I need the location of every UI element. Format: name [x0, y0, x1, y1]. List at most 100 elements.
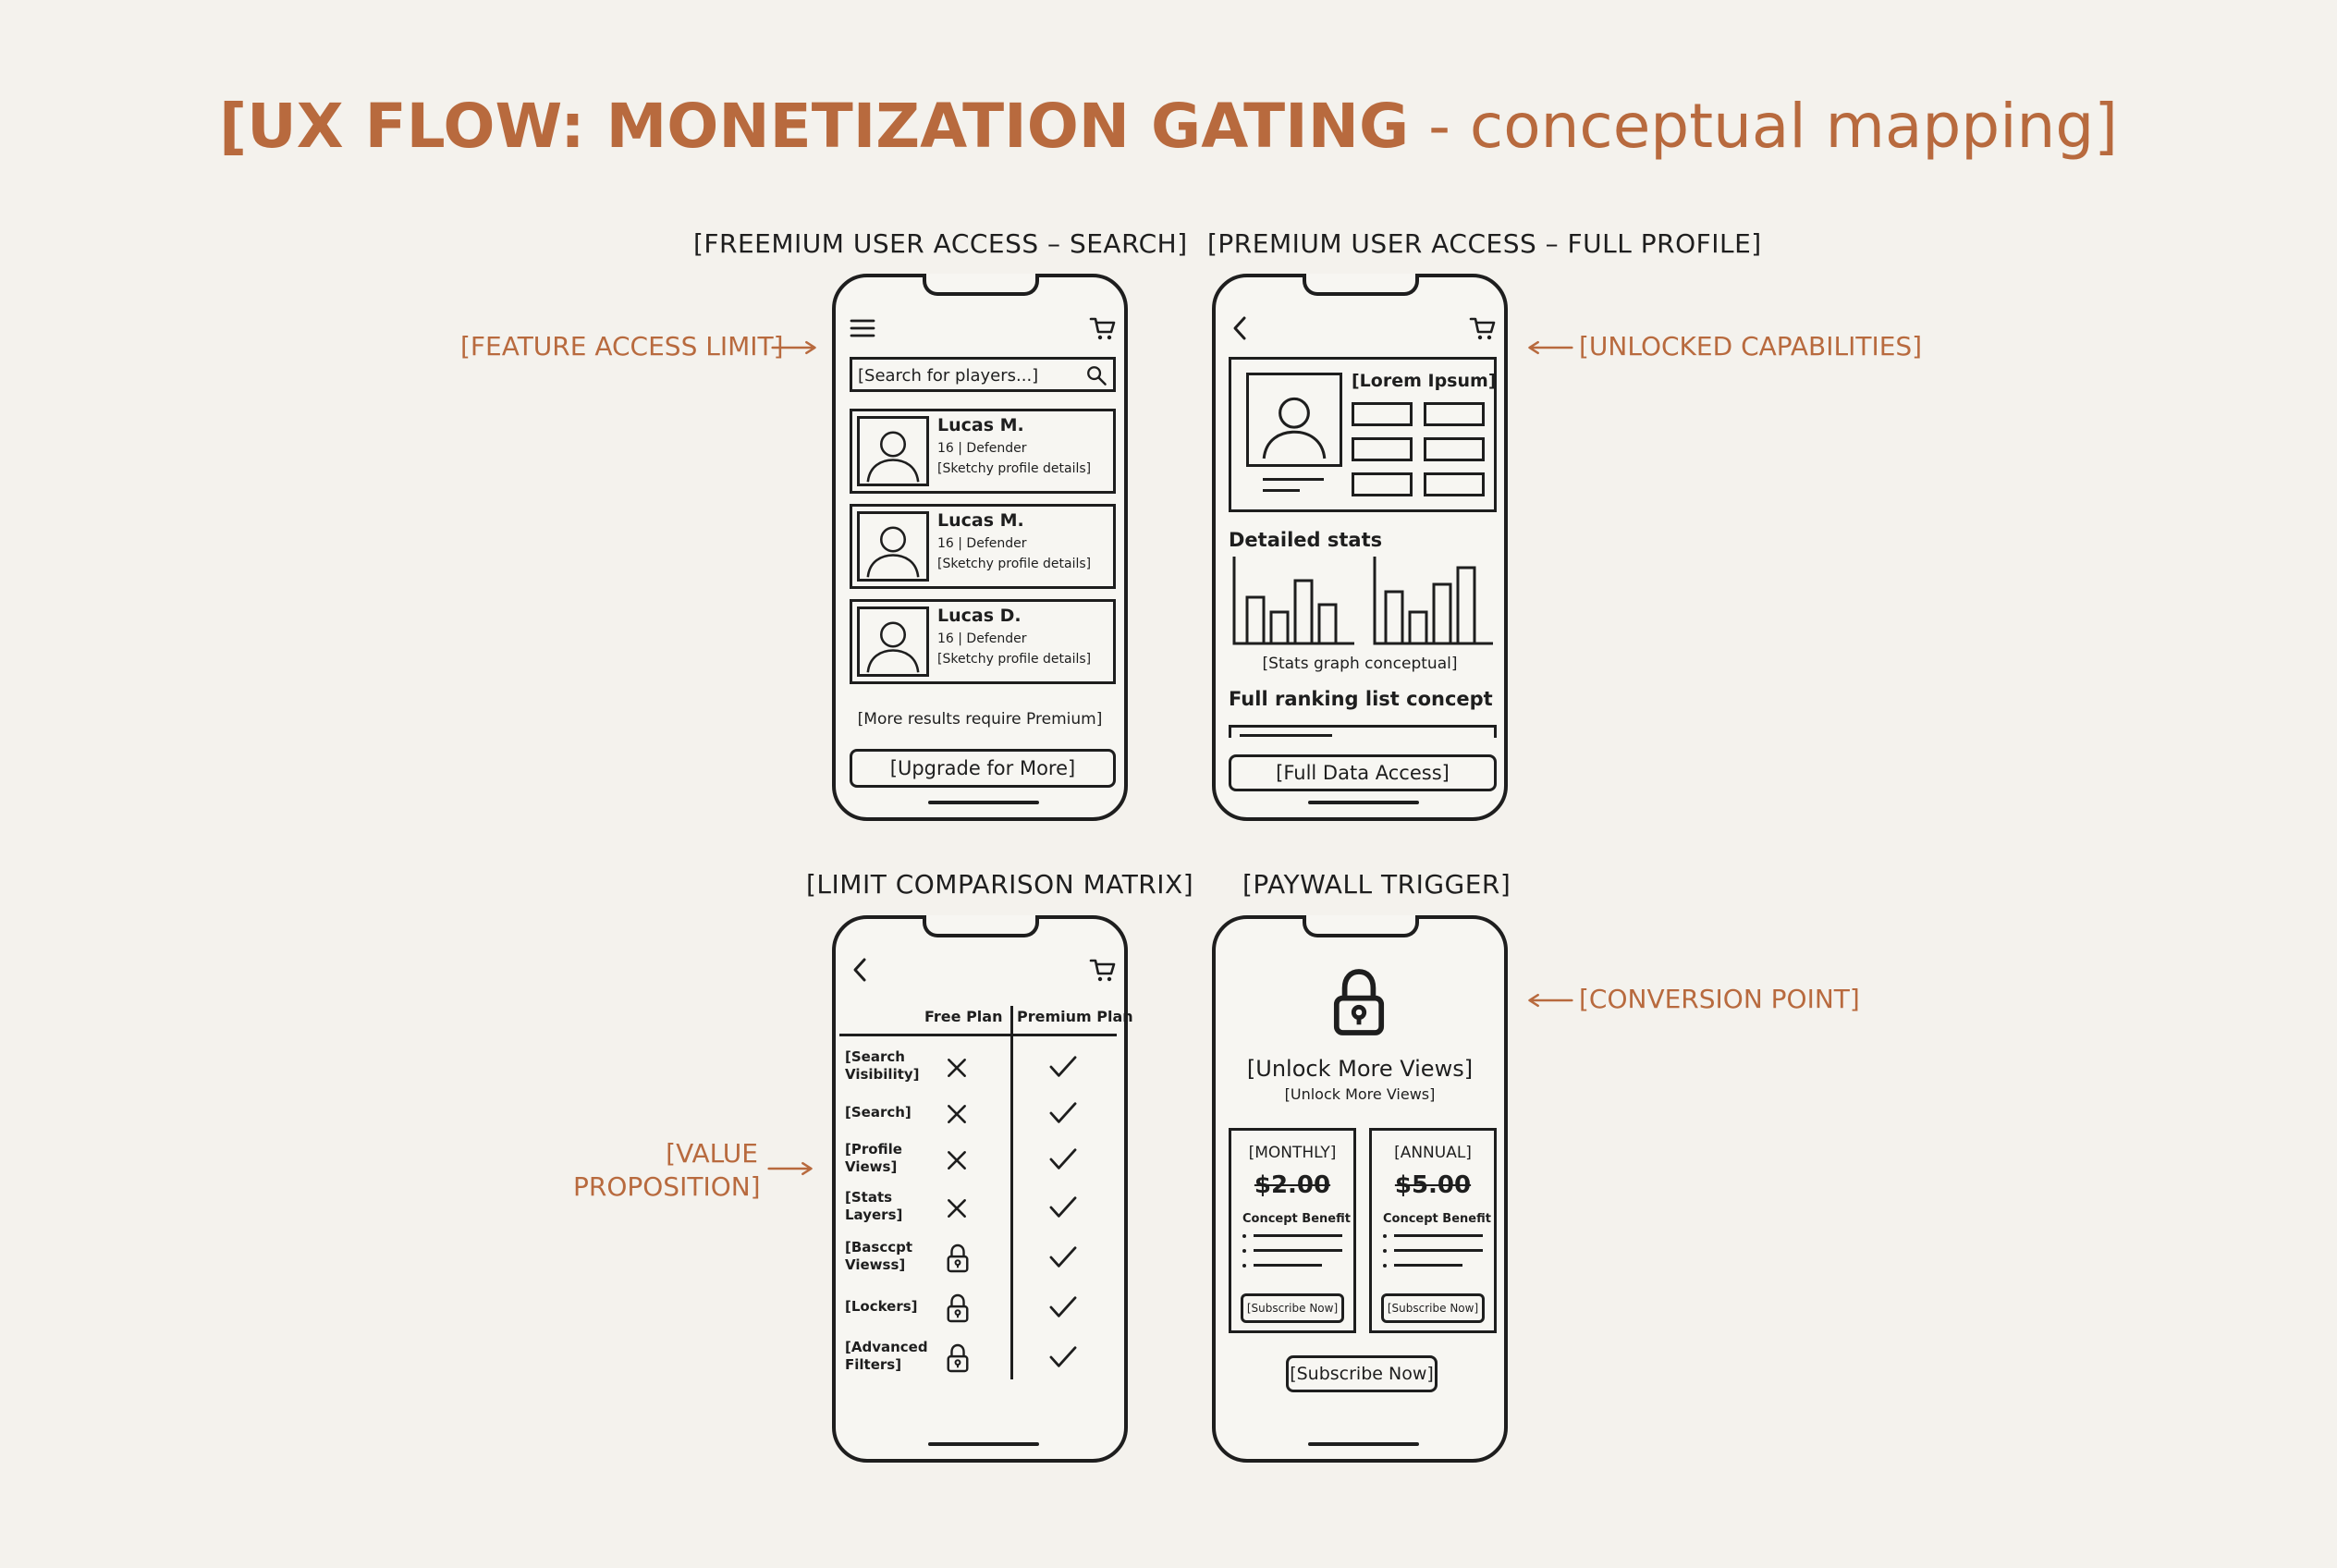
benefit-line — [1394, 1249, 1483, 1252]
title-rest: - conceptual mapping] — [1409, 91, 2119, 162]
page-title: [UX FLOW: MONETIZATION GATING - conceptu… — [0, 96, 2337, 157]
matrix-row-label: [Stats Layers] — [845, 1189, 903, 1223]
matrix-row-label: [Profile Views] — [845, 1141, 902, 1175]
phone-notch — [923, 915, 1039, 937]
plan-benefit: Concept Benefit — [1383, 1212, 1491, 1226]
paywall-heading: [Unlock More Views] — [1246, 1056, 1474, 1082]
avatar — [857, 606, 929, 677]
home-indicator — [928, 1442, 1039, 1446]
stat-box — [1424, 472, 1485, 496]
cart-icon[interactable] — [1469, 314, 1497, 342]
ranking-list — [1229, 725, 1497, 738]
column-premium-plan: Premium Plan — [1017, 1008, 1133, 1025]
home-indicator — [1308, 801, 1419, 804]
matrix-column-divider — [1010, 1006, 1013, 1379]
stats-bar-graph — [1232, 557, 1493, 645]
benefit-line — [1254, 1234, 1342, 1237]
cart-icon[interactable] — [1089, 314, 1117, 342]
plan-card-annual[interactable]: [ANNUAL] $5.00 Concept Benefit [Subscrib… — [1369, 1128, 1497, 1333]
profile-title: [Lorem Ipsum] — [1352, 371, 1497, 391]
full-data-access-button[interactable]: [Full Data Access] — [1229, 754, 1497, 791]
plan-price: $5.00 — [1394, 1171, 1472, 1199]
player-name: Lucas M. — [937, 510, 1024, 531]
arrow-left-icon — [1527, 338, 1573, 357]
player-card[interactable]: Lucas D. 16 | Defender [Sketchy profile … — [850, 599, 1116, 684]
ranking-row-line — [1240, 734, 1332, 737]
benefit-line — [1394, 1264, 1462, 1267]
annotation-conversion: [CONVERSION POINT] — [1579, 984, 1860, 1014]
section-label-matrix: [LIMIT COMPARISON MATRIX] — [806, 869, 1194, 900]
annotation-unlocked: [UNLOCKED CAPABILITIES] — [1579, 331, 1923, 361]
stat-box — [1352, 472, 1413, 496]
plan-subscribe-button[interactable]: [Subscribe Now] — [1381, 1293, 1485, 1323]
check-icon — [1048, 1146, 1078, 1172]
annotation-value-line2: PROPOSITION] — [573, 1171, 761, 1203]
arrow-left-icon — [1527, 991, 1573, 1010]
bullet — [1383, 1234, 1387, 1238]
plan-benefit: Concept Benefit — [1242, 1212, 1351, 1226]
matrix-header-divider — [839, 1034, 1117, 1036]
plan-name: [ANNUAL] — [1394, 1144, 1472, 1162]
subscribe-now-button[interactable]: [Subscribe Now] — [1286, 1355, 1438, 1392]
column-free-plan: Free Plan — [924, 1008, 1003, 1025]
check-icon — [1048, 1294, 1078, 1320]
lock-icon — [945, 1342, 971, 1374]
bullet — [1242, 1249, 1246, 1253]
paywall-subheading: [Unlock More Views] — [1284, 1085, 1436, 1103]
avatar-icon — [862, 419, 924, 485]
section-label-premium: [PREMIUM USER ACCESS – FULL PROFILE] — [1207, 228, 1762, 259]
annotation-feature-limit: [FEATURE ACCESS LIMIT] — [460, 331, 784, 361]
search-input[interactable]: [Search for players...] — [850, 357, 1116, 392]
search-icon[interactable] — [1085, 364, 1107, 386]
stat-box — [1352, 402, 1413, 426]
x-icon — [945, 1102, 969, 1126]
plan-card-monthly[interactable]: [MONTHLY] $2.00 Concept Benefit [Subscri… — [1229, 1128, 1356, 1333]
avatar-icon — [1256, 383, 1332, 462]
text-line — [1263, 478, 1324, 481]
player-meta: 16 | Defender — [937, 441, 1027, 456]
lock-icon — [1328, 967, 1389, 1037]
avatar — [857, 416, 929, 486]
lock-icon — [945, 1292, 971, 1324]
matrix-row-label: [Search Visibility] — [845, 1048, 920, 1083]
matrix-row-label: [Lockers] — [845, 1298, 918, 1315]
phone-notch — [1303, 915, 1419, 937]
check-icon — [1048, 1244, 1078, 1270]
avatar-icon — [862, 609, 924, 676]
matrix-row-label: [Advanced Filters] — [845, 1339, 928, 1373]
back-icon[interactable] — [1227, 314, 1254, 342]
check-icon — [1048, 1194, 1078, 1220]
more-results-note: [More results require Premium] — [857, 710, 1103, 729]
bullet — [1383, 1249, 1387, 1253]
graph-caption: [Stats graph conceptual] — [1262, 655, 1458, 673]
avatar — [1246, 373, 1342, 467]
back-icon[interactable] — [847, 956, 875, 984]
avatar — [857, 511, 929, 582]
player-card[interactable]: Lucas M. 16 | Defender [Sketchy profile … — [850, 504, 1116, 589]
stat-box — [1424, 437, 1485, 461]
check-icon — [1048, 1054, 1078, 1080]
detailed-stats-heading: Detailed stats — [1229, 529, 1383, 551]
stat-box — [1352, 437, 1413, 461]
cart-icon[interactable] — [1089, 956, 1117, 984]
check-icon — [1048, 1100, 1078, 1126]
benefit-line — [1254, 1249, 1342, 1252]
benefit-line — [1254, 1264, 1322, 1267]
arrow-right-icon — [771, 338, 817, 357]
matrix-row-label: [Search] — [845, 1104, 912, 1121]
player-card[interactable]: Lucas M. 16 | Defender [Sketchy profile … — [850, 409, 1116, 494]
player-meta: 16 | Defender — [937, 536, 1027, 551]
phone-comparison-matrix: Free Plan Premium Plan [Search Visibilit… — [832, 915, 1133, 1463]
arrow-right-icon — [767, 1159, 814, 1178]
x-icon — [945, 1056, 969, 1080]
menu-icon[interactable] — [849, 314, 876, 342]
phone-notch — [1303, 274, 1419, 296]
phone-premium-profile: [Lorem Ipsum] Detailed stats [Stats grap… — [1212, 274, 1508, 821]
phone-freemium-search: [Search for players...] Lucas M. 16 | De… — [832, 274, 1128, 821]
annotation-value-line1: [VALUE — [666, 1138, 758, 1169]
upgrade-button[interactable]: [Upgrade for More] — [850, 749, 1116, 788]
benefit-line — [1394, 1234, 1483, 1237]
plan-subscribe-button[interactable]: [Subscribe Now] — [1241, 1293, 1344, 1323]
player-details: [Sketchy profile details] — [937, 461, 1092, 476]
bullet — [1383, 1264, 1387, 1268]
